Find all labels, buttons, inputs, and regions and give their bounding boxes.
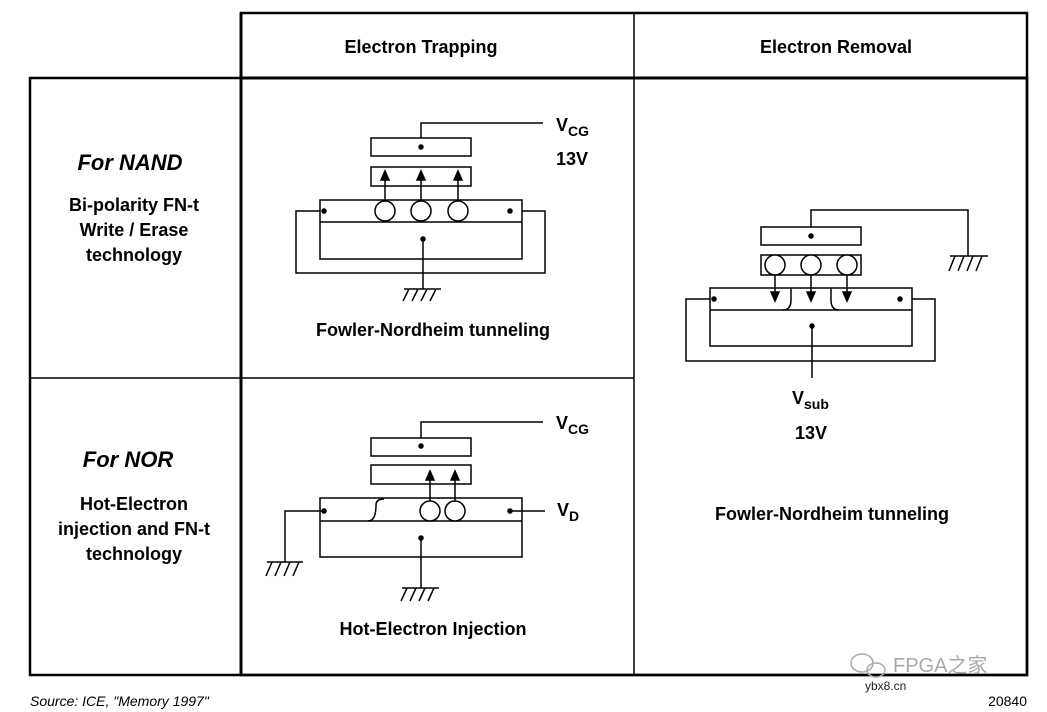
nor-desc-line2: injection and FN-t	[58, 519, 210, 539]
removal-diagram	[685, 209, 988, 378]
watermark: FPGA之家 ybx8.cn	[850, 653, 987, 693]
watermark-url: ybx8.cn	[865, 679, 906, 693]
nand-voltage: 13V	[556, 149, 588, 169]
nand-desc-line2: Write / Erase	[80, 220, 189, 240]
watermark-text: FPGA之家	[893, 654, 987, 677]
header-electron-trapping: Electron Trapping	[344, 37, 497, 57]
source-citation: Source: ICE, "Memory 1997"	[30, 693, 210, 709]
nand-desc-line3: technology	[86, 245, 182, 265]
header-electron-removal: Electron Removal	[760, 37, 912, 57]
removal-vsub-label: Vsub	[792, 388, 829, 412]
wechat-icon	[850, 653, 886, 678]
svg-text:VCG: VCG	[556, 115, 589, 139]
removal-voltage: 13V	[795, 423, 827, 443]
nor-caption: Hot-Electron Injection	[339, 619, 526, 639]
figure-number: 20840	[988, 693, 1027, 709]
nor-desc-line3: technology	[86, 544, 182, 564]
nand-trapping-diagram	[295, 122, 546, 302]
nor-desc-line1: Hot-Electron	[80, 494, 188, 514]
nor-title: For NOR	[83, 447, 174, 472]
nand-desc-line1: Bi-polarity FN-t	[69, 195, 199, 215]
nor-vd-label: VD	[557, 500, 579, 524]
nand-vcg-label: VCG	[556, 115, 589, 139]
svg-text:VD: VD	[557, 500, 579, 524]
nor-trapping-diagram	[265, 421, 545, 602]
nand-caption: Fowler-Nordheim tunneling	[316, 320, 550, 340]
svg-text:VCG: VCG	[556, 413, 589, 437]
nor-vcg-label: VCG	[556, 413, 589, 437]
removal-caption: Fowler-Nordheim tunneling	[715, 504, 949, 524]
nand-title: For NAND	[77, 150, 182, 175]
svg-text:Vsub: Vsub	[792, 388, 829, 412]
table-grid	[28, 11, 1029, 677]
